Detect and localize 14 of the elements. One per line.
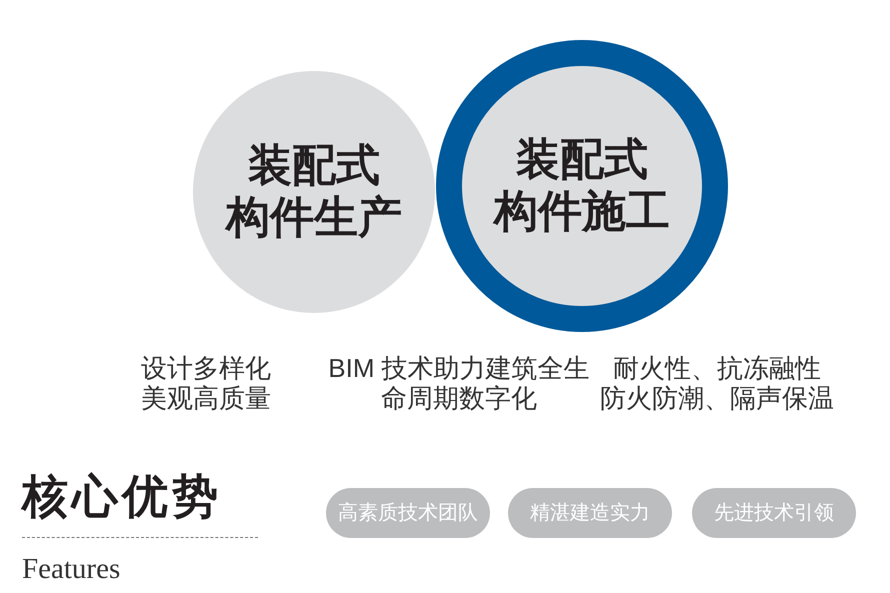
feature-pill: 先进技术引领 <box>692 488 856 538</box>
feature-text: 美观高质量 <box>141 383 271 413</box>
section-title: 核心优势 <box>22 471 222 521</box>
circle-heading: 构件施工 <box>494 186 670 238</box>
feature-text: BIM 技术助力建筑全生命周期数字化 <box>327 353 591 413</box>
feature-text: 设计多样化 <box>141 353 271 383</box>
section-subtitle: Features <box>22 552 120 586</box>
circle-heading: 装配式 <box>248 140 380 192</box>
feature-pill: 高素质技术团队 <box>326 488 490 538</box>
feature-text: 耐火性、抗冻融性 <box>613 353 821 383</box>
feature-text: 防火防潮、隔声保温 <box>600 383 834 413</box>
circle-heading: 装配式 <box>516 134 648 186</box>
feature-pill: 精湛建造实力 <box>508 488 672 538</box>
circle-heading: 构件生产 <box>226 192 402 244</box>
